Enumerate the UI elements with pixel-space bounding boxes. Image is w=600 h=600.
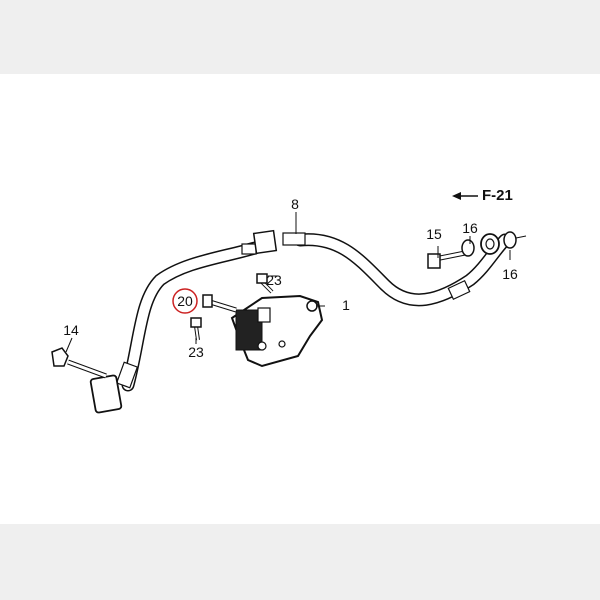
callout-23b: 23 (188, 344, 204, 360)
callout-14: 14 (63, 322, 79, 338)
callout-8: 8 (291, 196, 299, 212)
bolts (190, 273, 274, 341)
reference-label: F-21 (482, 187, 513, 204)
reference-arrow (452, 192, 478, 200)
leader-lines (65, 212, 511, 353)
hose-bracket (230, 294, 324, 368)
banjo-fitting-right (427, 231, 527, 269)
callout-15: 15 (426, 226, 442, 242)
callout-16a: 16 (462, 220, 478, 236)
callout-23a: 23 (266, 272, 282, 288)
brake-hose (115, 229, 512, 392)
banjo-fitting-left (51, 347, 123, 414)
highlight-circle (172, 288, 198, 314)
callout-20: 20 (177, 293, 193, 309)
callout-16b: 16 (502, 266, 518, 282)
callout-1: 1 (342, 297, 350, 313)
